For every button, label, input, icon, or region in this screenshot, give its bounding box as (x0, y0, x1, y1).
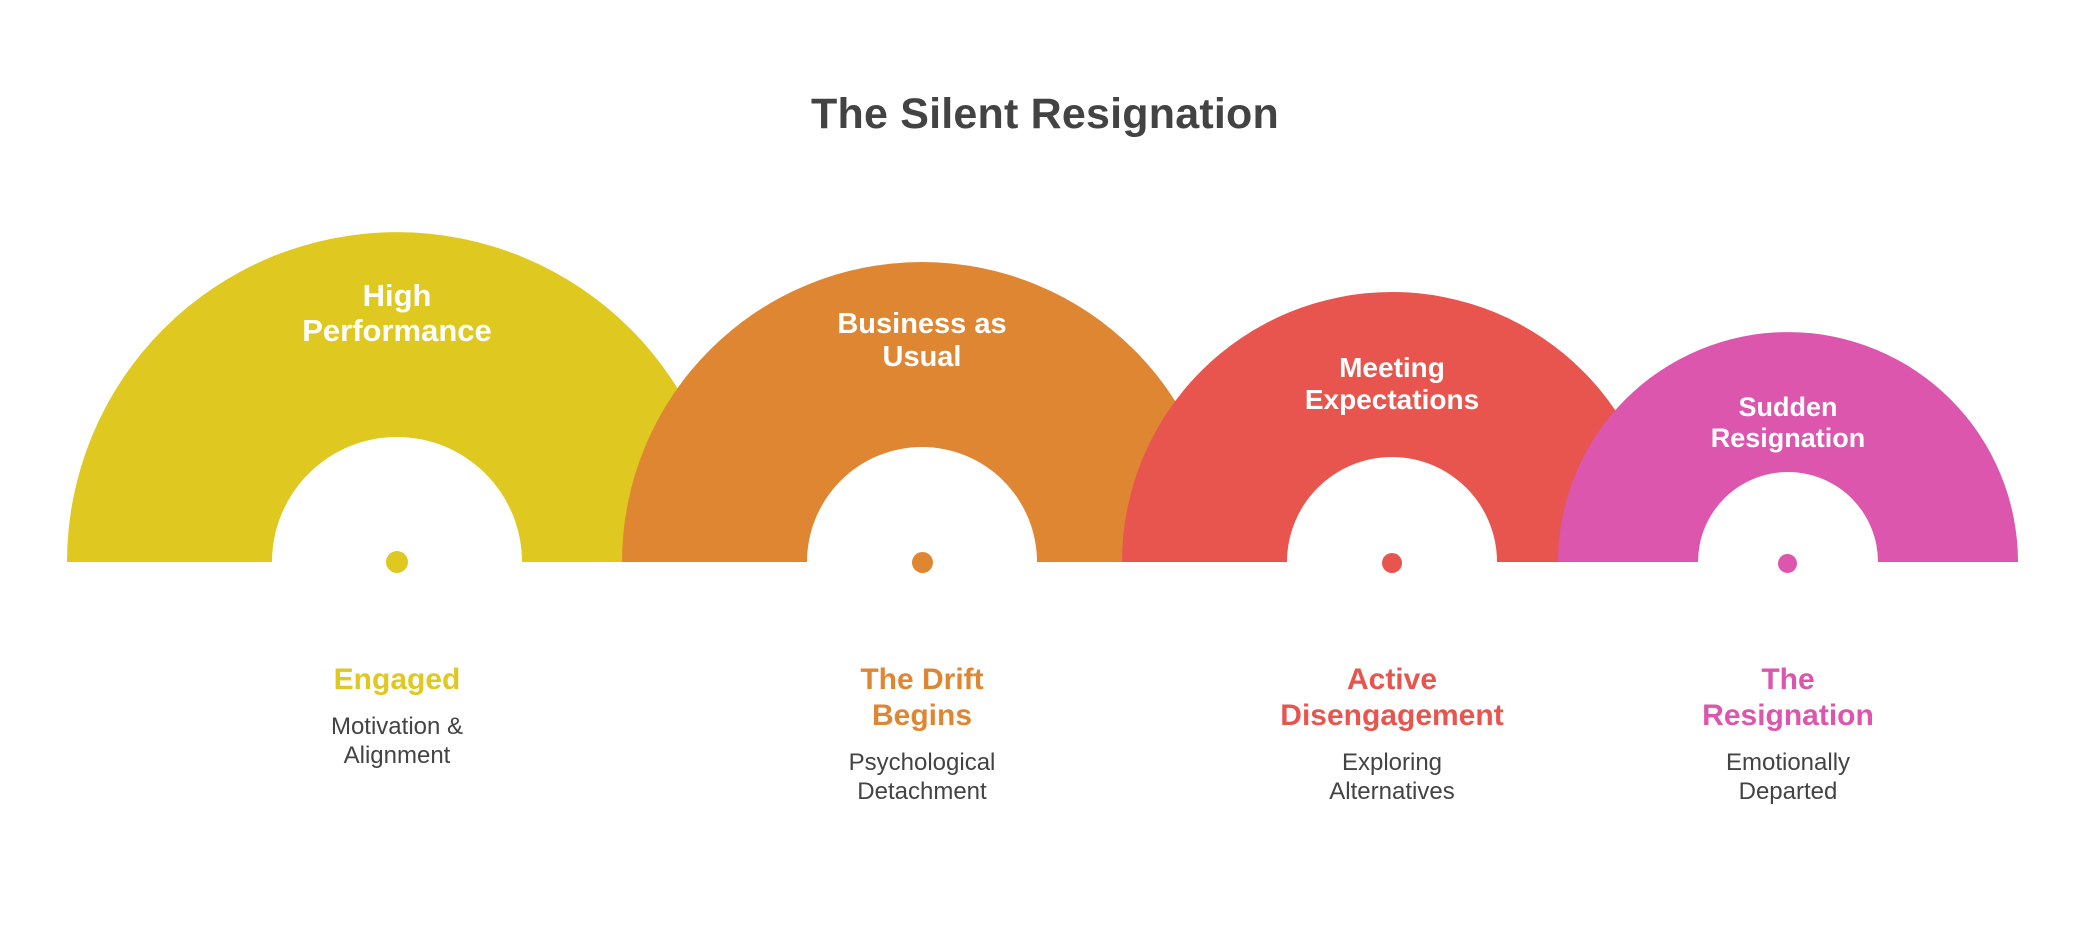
arch-band-shape-3 (1122, 292, 1662, 562)
caption-subtitle-stage-3: Exploring Alternatives (1329, 749, 1455, 806)
caption-title-stage-2: The Drift Begins (860, 663, 984, 732)
arch-band-shape-4 (1558, 332, 2018, 562)
baseline-dot-stage-1 (386, 551, 408, 573)
caption-subtitle-stage-1: Motivation & Alignment (330, 713, 464, 770)
caption-subtitle-stage-4: Emotionally Departed (1725, 749, 1851, 806)
caption-title-stage-1: Engaged (333, 663, 461, 696)
page-title: The Silent Resignation (811, 90, 1279, 138)
arch-stage-2 (622, 262, 1222, 562)
arch-band-shape-1 (67, 232, 727, 562)
baseline-dot-stage-4 (1778, 554, 1797, 573)
caption-title-stage-3: Active Disengagement (1280, 663, 1504, 732)
arch-stage-1 (67, 232, 727, 562)
caption-stage-4: The Resignation Emotionally Departed (1628, 662, 1948, 807)
caption-stage-1: Engaged Motivation & Alignment (237, 662, 557, 771)
baseline-dot-stage-2 (912, 552, 933, 573)
arch-band-shape-2 (622, 262, 1222, 562)
caption-stage-2: The Drift Begins Psychological Detachmen… (772, 662, 1072, 807)
caption-subtitle-stage-2: Psychological Detachment (848, 749, 996, 806)
arch-stage-3 (1122, 292, 1662, 562)
caption-stage-3: Active Disengagement Exploring Alternati… (1232, 662, 1552, 807)
baseline-dot-stage-3 (1382, 553, 1402, 573)
arch-stage-4 (1558, 332, 2018, 562)
caption-title-stage-4: The Resignation (1702, 663, 1874, 732)
